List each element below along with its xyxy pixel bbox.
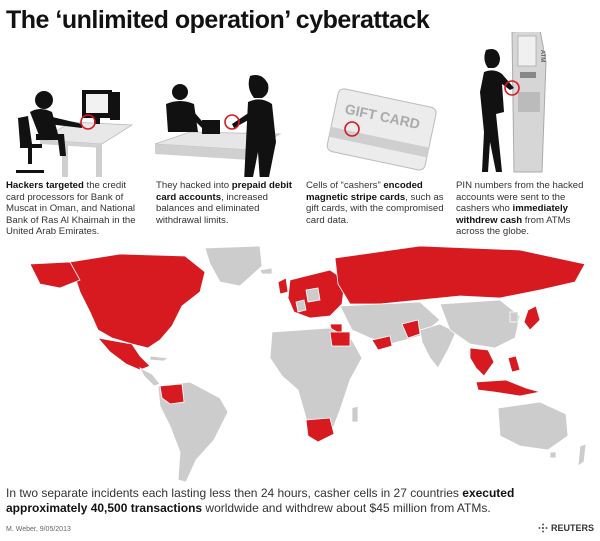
australia bbox=[497, 401, 569, 451]
china bbox=[439, 299, 521, 349]
india bbox=[419, 323, 457, 369]
panel-caption-hackers: Hackers targeted the credit card process… bbox=[6, 180, 136, 238]
indonesia bbox=[475, 379, 541, 397]
japan bbox=[523, 305, 541, 331]
panel-caption-cards: Cells of “cashers” encoded magnetic stri… bbox=[306, 180, 444, 226]
south-america bbox=[157, 381, 229, 483]
south-africa bbox=[305, 417, 335, 443]
panel-caption-accounts: They hacked into prepaid debit card acco… bbox=[156, 180, 292, 226]
atm-illustration: ATM bbox=[480, 32, 547, 173]
summary-text: In two separate incidents each lasting l… bbox=[6, 486, 515, 515]
panel-caption-atm: PIN numbers from the hacked accounts wer… bbox=[456, 180, 584, 238]
gift-card-illustration: GIFT CARD bbox=[326, 88, 437, 171]
colombia bbox=[159, 383, 185, 405]
mexico bbox=[96, 337, 151, 371]
greenland bbox=[204, 245, 263, 287]
reuters-dots-icon bbox=[538, 523, 548, 533]
reuters-logo: REUTERS bbox=[538, 523, 594, 533]
page-title: The ‘unlimited operation’ cyberattack bbox=[6, 6, 430, 34]
north-america bbox=[69, 253, 206, 349]
cashier-illustration bbox=[154, 75, 282, 177]
credit-text: M. Weber, 9/05/2013 bbox=[6, 526, 71, 533]
se-asia bbox=[469, 347, 495, 377]
egypt bbox=[329, 331, 351, 347]
oman-uae bbox=[371, 335, 393, 351]
atm-text: ATM bbox=[539, 50, 545, 62]
hacker-illustration bbox=[16, 90, 134, 177]
pakistan bbox=[401, 319, 421, 339]
uk bbox=[277, 277, 289, 295]
russia bbox=[334, 245, 586, 305]
world-map bbox=[29, 245, 587, 483]
